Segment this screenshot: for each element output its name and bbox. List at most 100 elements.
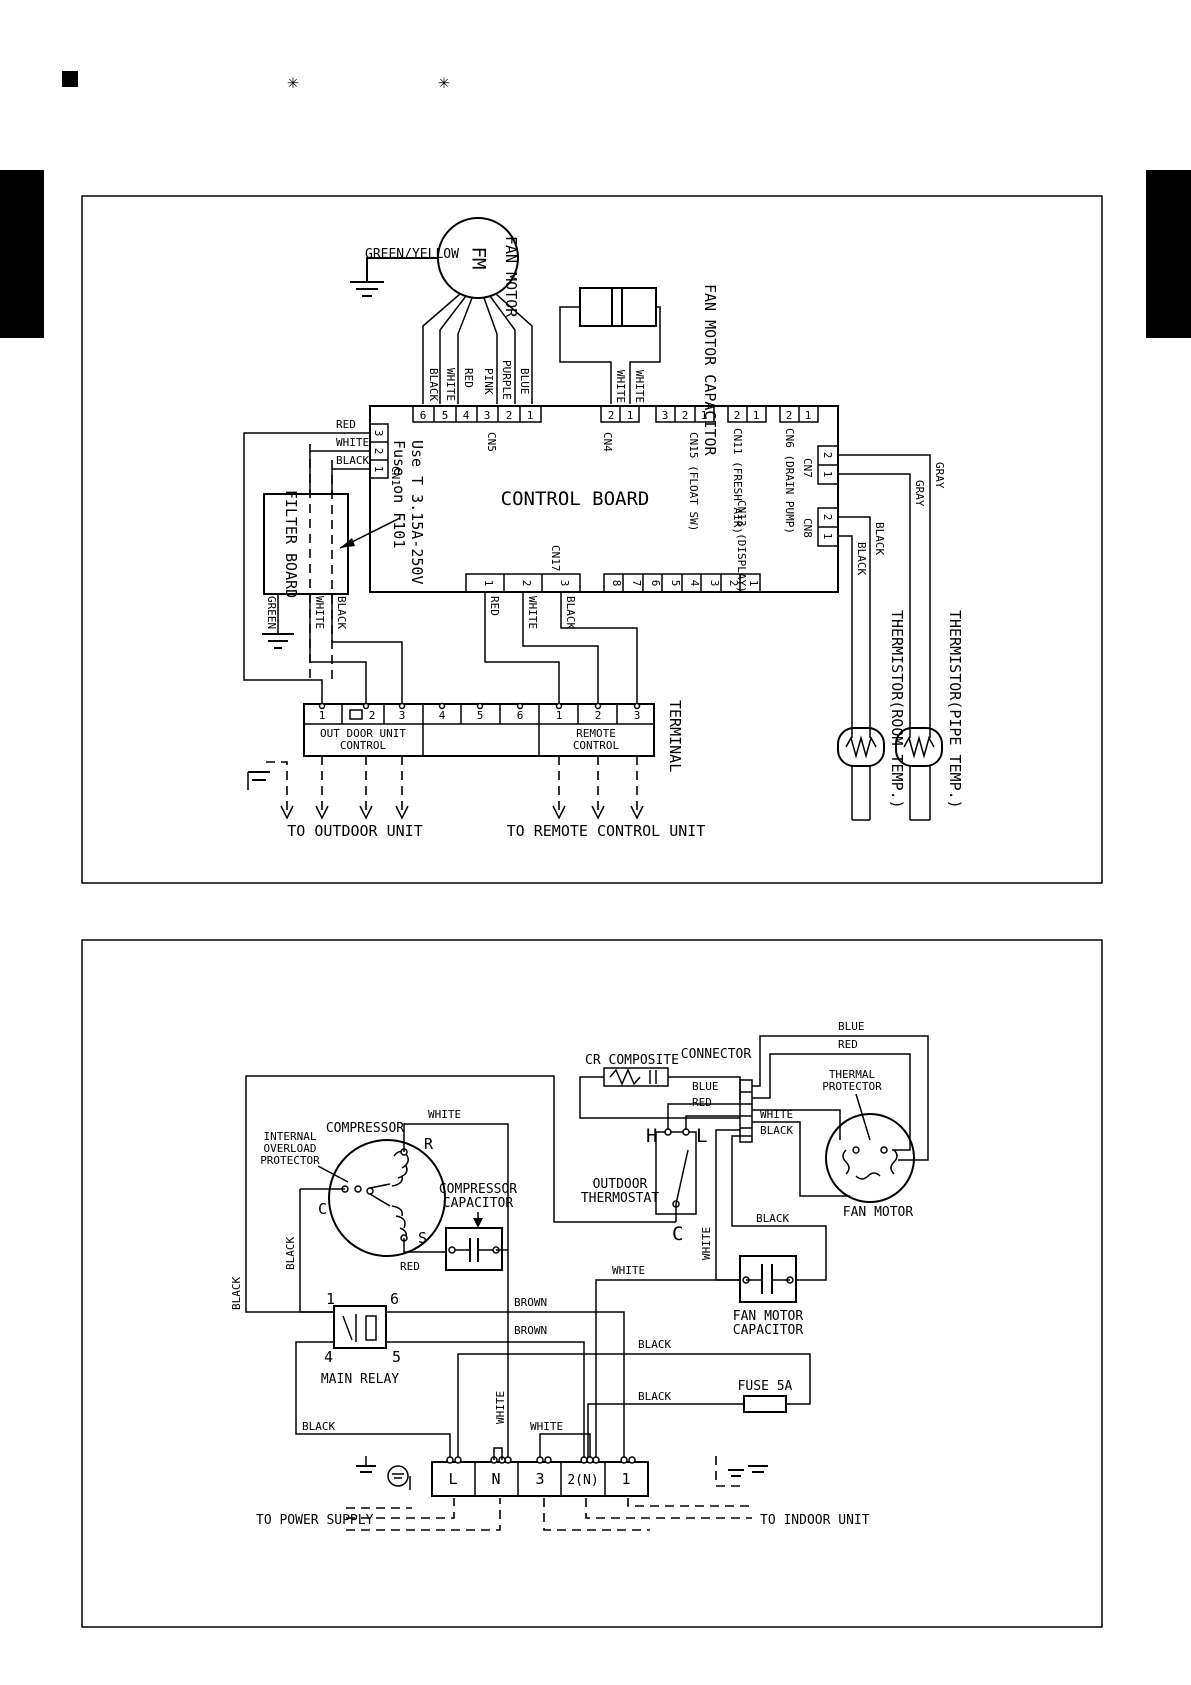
header-mark-2: ✳ xyxy=(438,71,449,93)
fan-motor-label-out: FAN MOTOR xyxy=(843,1205,914,1220)
thermostat-c: C xyxy=(672,1223,683,1245)
cn17-pin-3: 3 xyxy=(558,580,571,587)
cn5-pin-5: 5 xyxy=(442,409,449,422)
cn5-pin-3: 3 xyxy=(484,409,491,422)
black-label-1: BLACK xyxy=(638,1338,671,1351)
cn5-pin-1: 1 xyxy=(527,409,534,422)
terminal-n: N xyxy=(491,1470,500,1488)
cr-composite-label: CR COMPOSITE xyxy=(585,1053,679,1068)
cn1-wire-black: BLACK xyxy=(336,454,369,467)
cn8-label: CN8 xyxy=(801,518,814,538)
blue-label-conn: BLUE xyxy=(692,1080,719,1093)
overload-label-1: INTERNAL xyxy=(264,1130,317,1143)
fan-wire-pink: PINK xyxy=(482,368,495,395)
capacitor-wire-white-2: WHITE xyxy=(633,370,646,403)
terminal-remote-pin-2: 2 xyxy=(595,709,602,722)
filter-wire-white: WHITE xyxy=(313,596,326,629)
fan-capacitor-out-label-1: FAN MOTOR xyxy=(733,1309,804,1324)
red-label-conn: RED xyxy=(692,1096,712,1109)
cn1-pin-1: 1 xyxy=(372,466,385,473)
cn11-label: CN11 (FRESH AIR) xyxy=(731,428,744,534)
white-bridge-label: WHITE xyxy=(530,1420,563,1433)
side-tab-left xyxy=(0,170,44,338)
cn15-label: CN15 (FLOAT SW) xyxy=(687,432,700,531)
brown-label-1: BROWN xyxy=(514,1296,547,1309)
thermostat-label-2: THERMOSTAT xyxy=(581,1191,659,1206)
terminal-remote-pin-3: 3 xyxy=(634,709,641,722)
fuse-note-line-1: Use T 3.15A-250V xyxy=(408,440,426,585)
connector-cn4: 2 1 CN4 xyxy=(600,405,640,452)
outdoor-wiring-panel: COMPRESSOR R C S INTERNAL OVERLOAD PROTE… xyxy=(81,939,1103,1628)
cn17-pin-2: 2 xyxy=(520,580,533,587)
n-white-label: WHITE xyxy=(494,1391,507,1424)
terminal-pin-3: 3 xyxy=(399,709,406,722)
side-tab-right xyxy=(1146,170,1191,338)
overload-label-2: OVERLOAD xyxy=(264,1142,317,1155)
white-vert-label: WHITE xyxy=(700,1227,713,1260)
cn13-label: CN13 (DISPLAY) xyxy=(735,500,748,593)
outer-black-label: BLACK xyxy=(230,1277,243,1310)
terminal-remote-pin-1: 1 xyxy=(556,709,563,722)
thermal-label-1: THERMAL xyxy=(829,1068,876,1081)
cn1-wire-white: WHITE xyxy=(336,436,369,449)
header-mark-1: ✳ xyxy=(287,71,298,93)
connector-cn6: 2 1 CN6 (DRAIN PUMP) xyxy=(779,405,819,534)
cn5-pin-6: 6 xyxy=(420,409,427,422)
indoor-terminal-block: 1 2 3 4 5 6 1 2 3 OUT DOOR UNIT CONTROL … xyxy=(303,700,684,772)
connector-cn11: 2 1 CN11 (FRESH AIR) xyxy=(727,405,767,534)
terminal-1: 1 xyxy=(621,1470,630,1488)
red-label-top: RED xyxy=(838,1038,858,1051)
room-thermistor: THERMISTOR(ROOM TEMP.) xyxy=(837,610,906,821)
terminal-2n: 2(N) xyxy=(567,1473,598,1488)
cn6-label: CN6 (DRAIN PUMP) xyxy=(783,428,796,534)
fan-capacitor-label: FAN MOTOR CAPACITOR xyxy=(701,284,719,457)
terminal-pin-2-mark xyxy=(349,709,363,720)
outdoor-control-label-1: OUT DOOR UNIT xyxy=(320,727,406,740)
ground-left xyxy=(356,1456,411,1490)
relay-pin-4: 4 xyxy=(324,1348,333,1366)
cn8-pin-2: 2 xyxy=(821,514,834,521)
cn17-wire-white: WHITE xyxy=(526,596,539,629)
thermistor-room-label: THERMISTOR(ROOM TEMP.) xyxy=(888,610,906,809)
cn4-pin-2: 2 xyxy=(608,409,615,422)
outdoor-terminal-block: L N 3 2(N) 1 xyxy=(431,1456,649,1497)
terminal-pin-5: 5 xyxy=(477,709,484,722)
cn8-wire-black-2: BLACK xyxy=(855,542,868,575)
outdoor-fan-motor: FAN MOTOR THERMAL PROTECTOR xyxy=(822,1068,915,1220)
connector-cn17: 1 2 3 CN17 xyxy=(465,545,581,593)
cn1-pin-3: 3 xyxy=(372,430,385,437)
compressor-term-r: R xyxy=(424,1135,434,1153)
cn15-pin-2: 2 xyxy=(682,409,689,422)
outdoor-fan-capacitor: FAN MOTOR CAPACITOR xyxy=(733,1255,804,1338)
cn5-label: CN5 xyxy=(485,432,498,452)
ground-right xyxy=(715,1456,768,1487)
thermostat-l: L xyxy=(696,1125,707,1147)
connector-cn13: 8 7 6 5 4 3 2 1 CN13 (DISPLAY) xyxy=(603,500,761,593)
filter-wire-green: GREEN xyxy=(265,596,278,629)
black-label-2: BLACK xyxy=(638,1390,671,1403)
cn1-pin-2: 2 xyxy=(372,448,385,455)
cn13-pin-2: 2 xyxy=(727,580,740,587)
cn5-pin-4: 4 xyxy=(463,409,470,422)
fuse-label: FUSE 5A xyxy=(738,1379,793,1394)
relay-pin-6: 6 xyxy=(390,1290,399,1308)
cn8-pin-1: 1 xyxy=(821,533,834,540)
compressor-label: COMPRESSOR xyxy=(326,1121,404,1136)
compressor-term-s: S xyxy=(418,1229,427,1247)
brown-label-2: BROWN xyxy=(514,1324,547,1337)
cn15-pin-1: 1 xyxy=(701,409,708,422)
indoor-dashed-leads: TO OUTDOOR UNIT TO REMOTE CONTROL UNIT xyxy=(247,756,705,840)
relay-black-label: BLACK xyxy=(302,1420,335,1433)
main-relay: 1 6 4 5 MAIN RELAY xyxy=(321,1290,401,1387)
fan-motor-ground-label: GREEN/YELLOW xyxy=(365,247,459,262)
compressor-term-c: C xyxy=(318,1200,327,1218)
connector-cn15: 3 2 1 CN15 (FLOAT SW) xyxy=(655,405,715,531)
fan-motor-label: FAN MOTOR xyxy=(502,236,520,318)
remote-control-label-1: REMOTE xyxy=(576,727,616,740)
cn15-pin-3: 3 xyxy=(662,409,669,422)
terminal-pin-6: 6 xyxy=(517,709,524,722)
fan-capacitor-out-label-2: CAPACITOR xyxy=(733,1323,804,1338)
indoor-fan-capacitor: WHITE WHITE FAN MOTOR CAPACITOR xyxy=(559,284,719,457)
control-board-label: CONTROL BOARD xyxy=(501,488,650,510)
